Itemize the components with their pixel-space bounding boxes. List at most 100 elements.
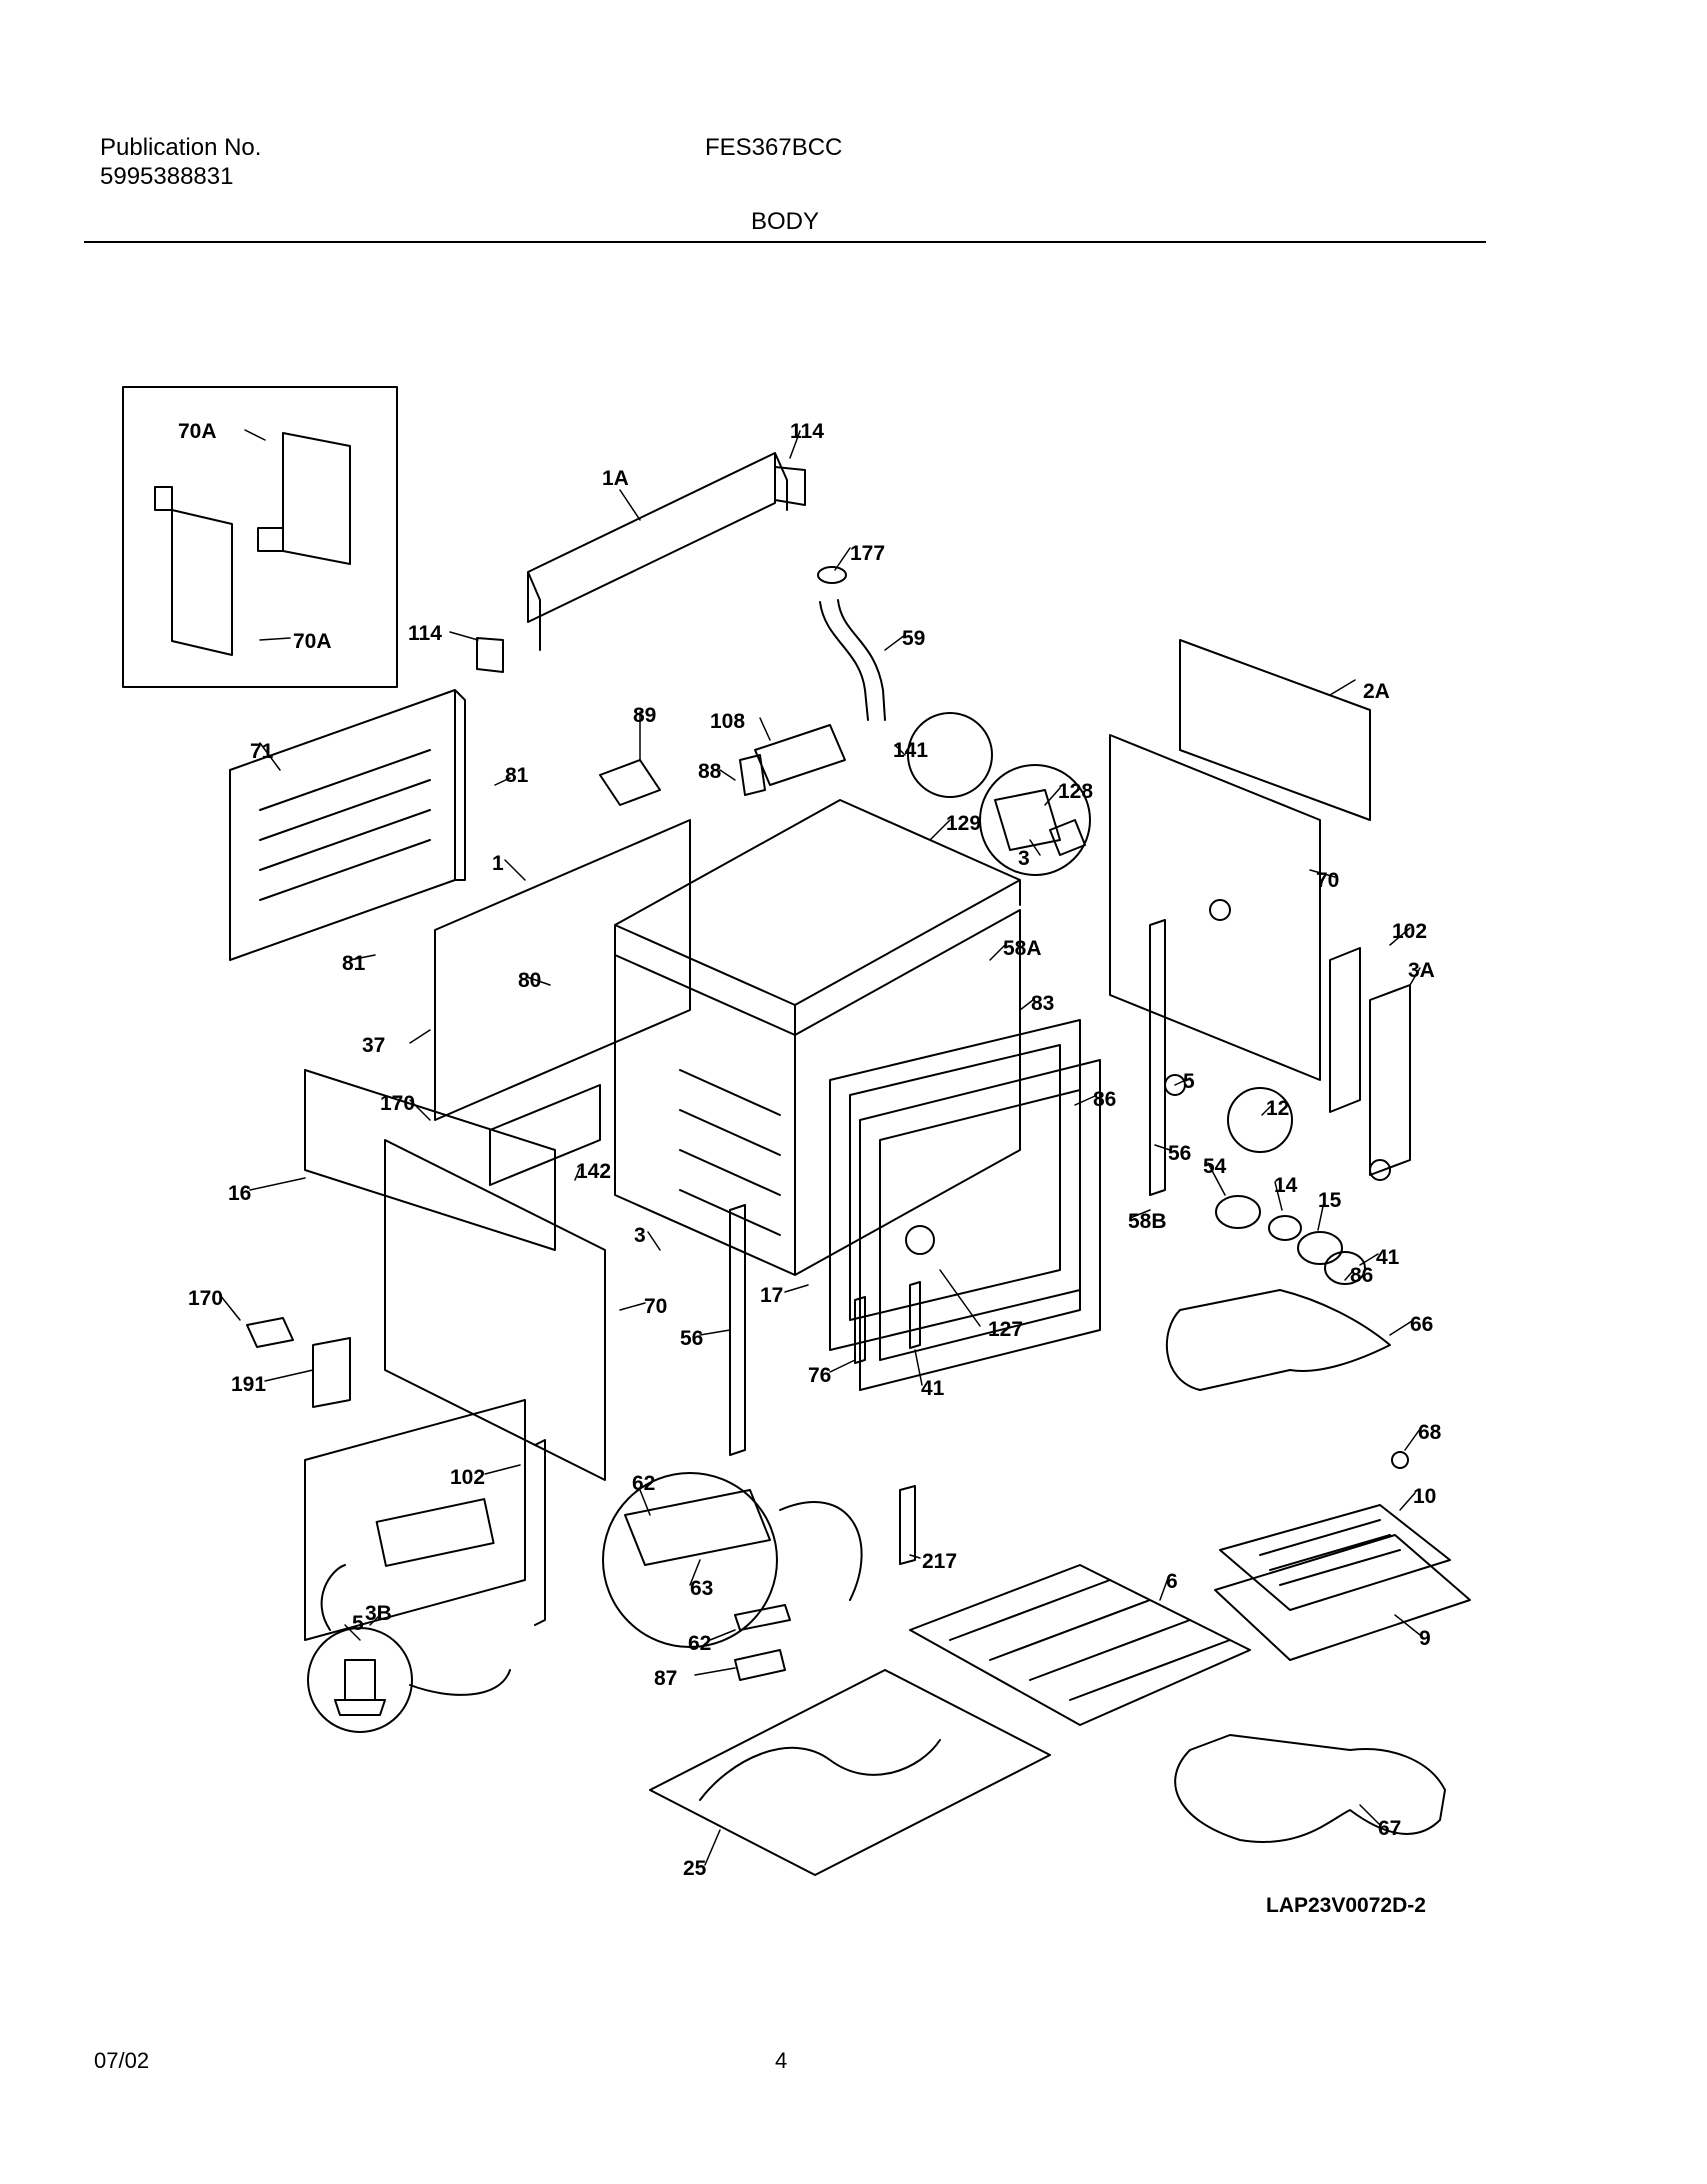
model-number: FES367BCC [705,134,843,161]
callout-label: 141 [893,739,928,762]
header-rule [84,241,1486,243]
callout-label: 6 [1166,1570,1178,1593]
callout-label: 102 [1392,920,1427,943]
callout-label: 1 [492,852,504,875]
side-strip-56 [1149,919,1166,1196]
front-frame [859,1059,1101,1391]
callout-label: 191 [231,1373,266,1396]
callout-label: 68 [1418,1421,1442,1444]
callout-label: 3A [1408,959,1435,982]
panel-hole [1209,899,1231,921]
bracket-170 [246,1317,294,1348]
callout-label: 114 [790,420,824,443]
detail-circle-128 [979,764,1091,876]
sensor-129 [994,789,1086,856]
callout-label: 76 [808,1364,831,1387]
left-panel-71 [229,689,466,961]
bracket-114-right [774,466,806,506]
detail-circle-62 [602,1472,778,1648]
callout-label: 142 [576,1160,611,1183]
callout-label: 81 [505,764,529,787]
lens-16 [1324,1251,1366,1285]
window-cutout [375,1498,495,1567]
callout-label: 41 [1376,1246,1400,1269]
fan-108 [739,724,846,796]
ring-54 [1215,1195,1261,1229]
insert-slots [1259,1519,1401,1586]
callout-label: 102 [450,1466,485,1489]
callout-label: 71 [250,740,274,763]
bulb-15 [1297,1231,1343,1265]
grommet-68 [1391,1451,1409,1469]
bottom-tray-25 [649,1669,1051,1876]
terminal-62-small [734,1604,791,1631]
bracket-87 [734,1649,786,1681]
diagram-code: LAP23V0072D-2 [1266,1894,1426,1917]
leveler-arrow [409,1669,511,1696]
callout-label: 54 [1203,1155,1227,1178]
callout-label: 170 [188,1287,223,1310]
callout-label: 2A [1363,680,1390,703]
callout-label: 3 [634,1224,646,1247]
leader-lines [219,429,1421,1866]
inset-box [122,386,398,688]
rack-6-wires [949,1579,1231,1701]
callout-label: 217 [922,1550,957,1573]
callout-label: 15 [1318,1189,1342,1212]
terminal-block-62 [624,1489,771,1566]
callout-label: 170 [380,1092,415,1115]
callout-label: 66 [1410,1313,1433,1336]
rack-6 [909,1564,1251,1726]
strip-56-front [729,1204,746,1456]
back-panel-3 [1179,639,1371,821]
cavity-ribs [679,1069,781,1236]
callout-label: 129 [946,812,981,835]
callout-label: 25 [683,1857,707,1880]
detail-circle-5 [307,1627,413,1733]
front-panel-3 [304,1069,556,1251]
callout-label: 16 [228,1182,251,1205]
callout-label: 89 [633,704,656,727]
callout-label: 86 [1093,1088,1116,1111]
section-title: BODY [751,208,820,235]
bracket-191 [312,1337,351,1408]
callout-label: 62 [632,1472,655,1495]
oven-cavity [614,909,1021,1276]
strip-41 [909,1281,921,1349]
callout-label: 177 [850,542,885,565]
side-panel-1 [434,819,691,1121]
callout-label: 83 [1031,992,1054,1015]
strip-217 [899,1485,916,1565]
broil-element-66 [1166,1289,1391,1391]
oven-top-2A [614,799,1021,1036]
callout-label: 128 [1058,780,1093,803]
lock-89 [599,759,661,806]
publication-number: 5995388831 [100,163,234,190]
callout-label: 3B [365,1602,392,1625]
top-trim-1A [527,452,788,651]
callout-label: 70 [1316,869,1339,892]
bake-element-bottom [699,1739,941,1801]
thermostat-127 [905,1225,935,1255]
callout-label: 63 [690,1577,713,1600]
leveler-arrow-up [320,1564,346,1631]
callout-label: 5 [1183,1070,1195,1093]
callout-label: 70A [178,420,217,443]
bracket-3A [1369,984,1411,1176]
callout-label: 88 [698,760,722,783]
detail-arrow [779,1501,863,1601]
callout-label: 62 [688,1632,711,1655]
callout-label: 58B [1128,1210,1167,1233]
leveler-5-right-top [1164,1074,1186,1096]
callout-label: 59 [902,627,925,650]
strip-76 [854,1296,866,1364]
callout-label: 108 [710,710,745,733]
side-panel-70-left [384,1139,606,1481]
detail-circle-141 [907,712,993,798]
left-panel-slots [259,749,431,901]
publication-label: Publication No. [100,134,262,161]
callout-label: 81 [342,952,366,975]
inset-panel-upper [257,432,351,565]
callout-label: 3 [1018,847,1030,870]
